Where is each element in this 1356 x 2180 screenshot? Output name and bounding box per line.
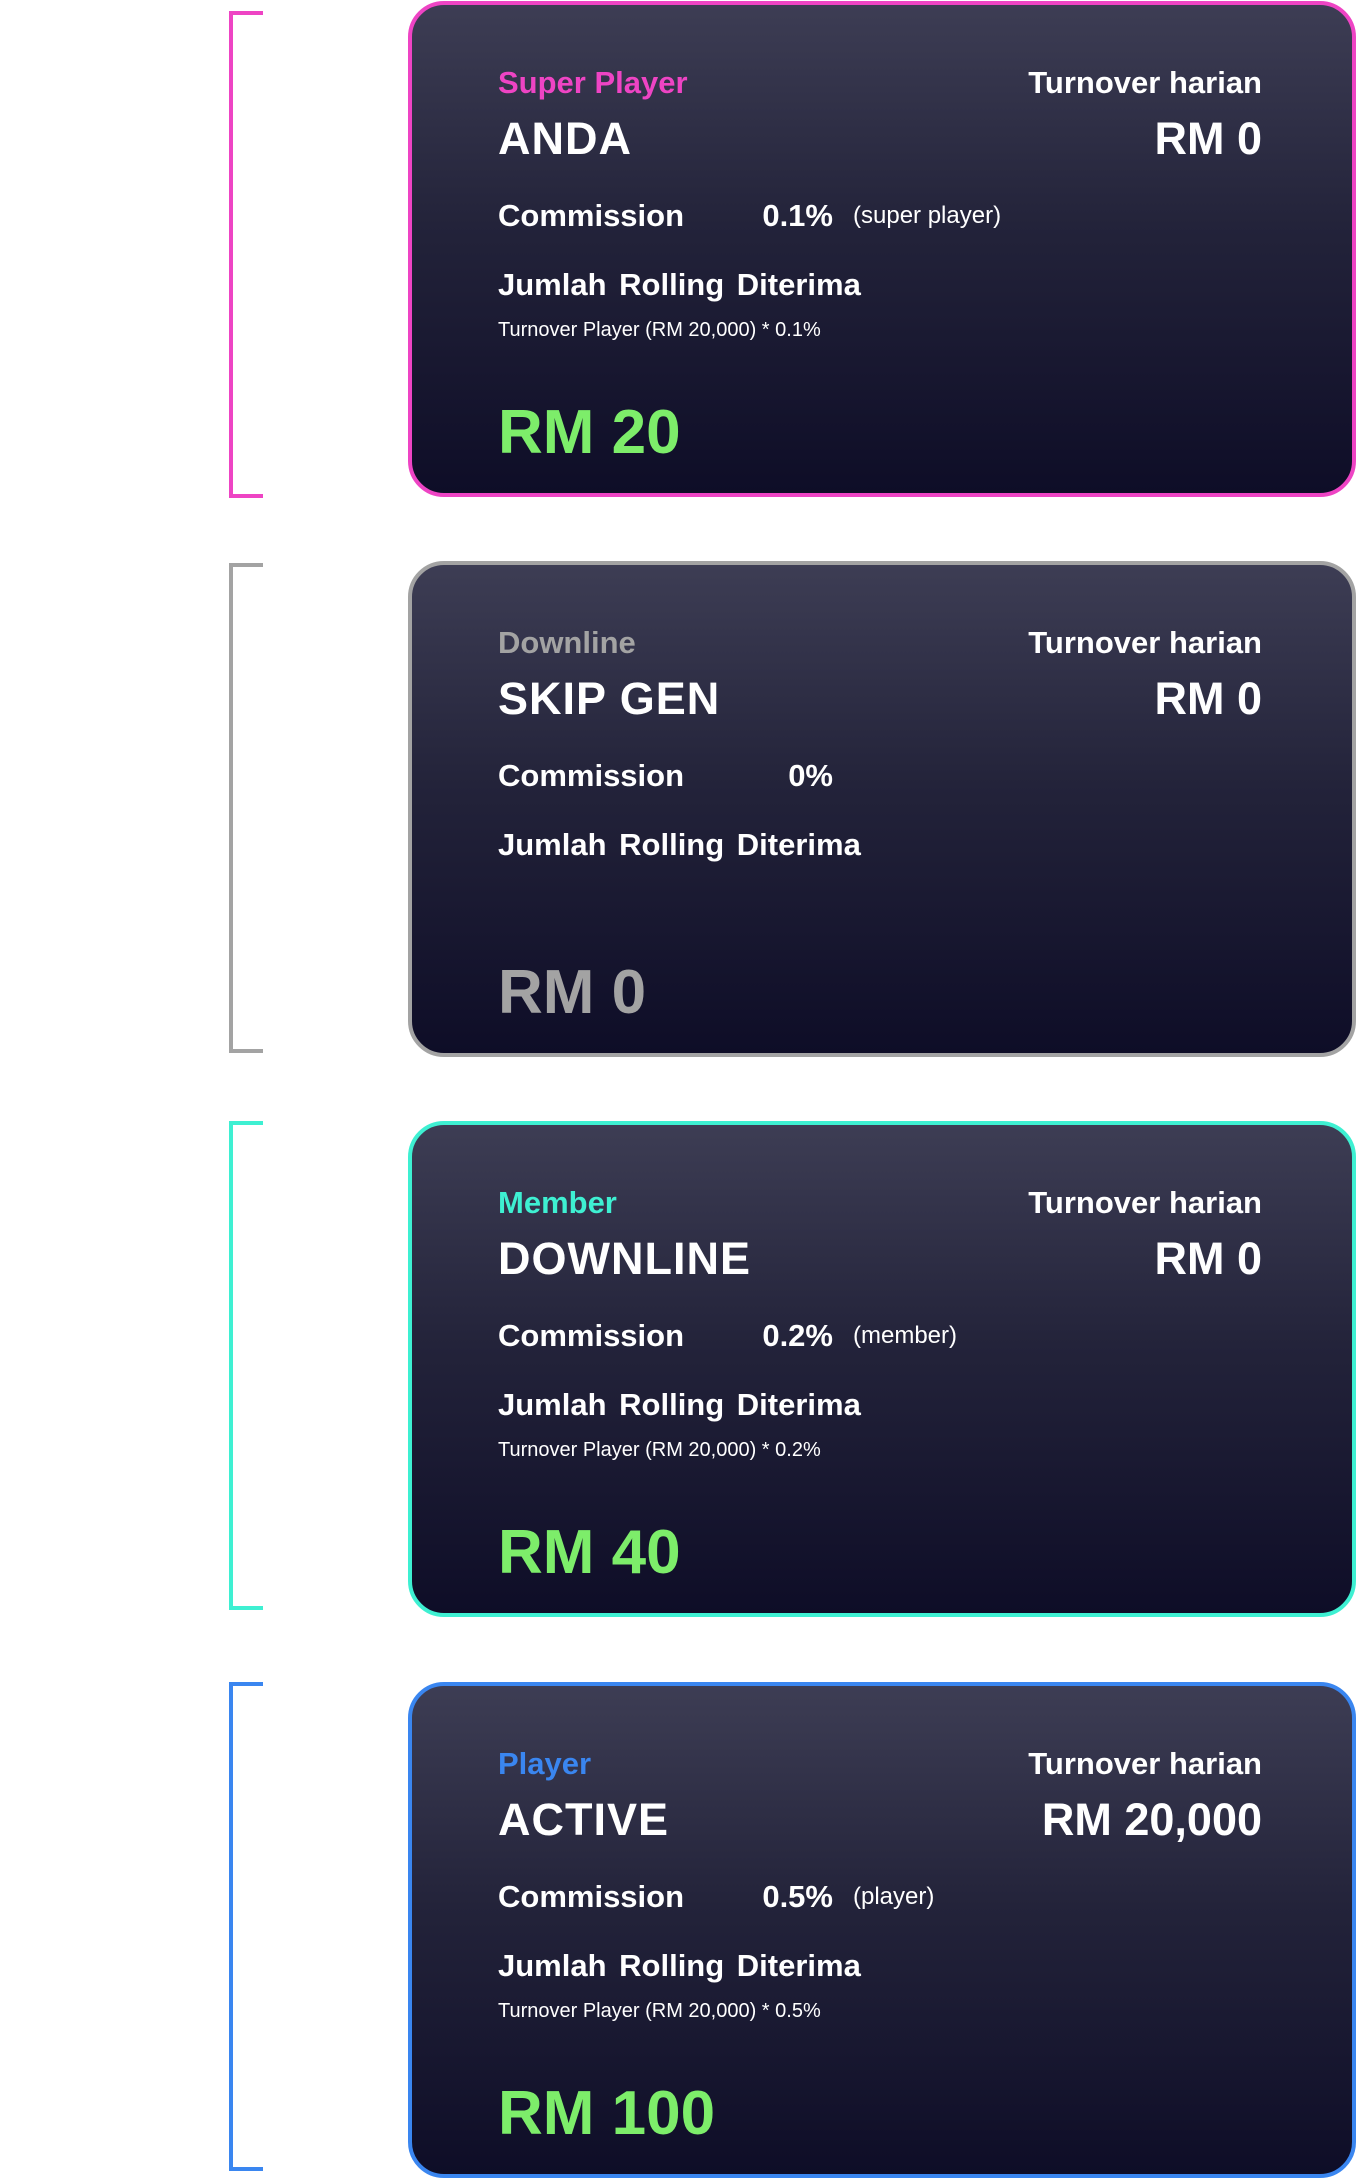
commission-label: Commission — [498, 758, 685, 793]
tier-label: Member — [498, 1185, 617, 1220]
tier-name: SKIP GEN — [498, 673, 721, 724]
tier-label: Downline — [498, 625, 636, 660]
turnover-value: RM 20,000 — [1041, 1794, 1262, 1845]
turnover-label: Turnover harian — [1028, 65, 1262, 100]
turnover-value: RM 0 — [1154, 1233, 1262, 1284]
tier-label: Player — [498, 1746, 592, 1781]
commission-value: 0.1% — [762, 198, 833, 233]
commission-label: Commission — [498, 1318, 685, 1353]
tier-card: Super Player ANDA Turnover harian RM 0 C… — [408, 1, 1356, 497]
tier-row-member: Member DOWNLINE Turnover harian RM 0 Com… — [0, 1121, 1356, 1619]
rolling-label: Jumlah Rolling Diterima — [498, 267, 861, 302]
rolling-amount: RM 20 — [498, 398, 681, 467]
tier-card: Player ACTIVE Turnover harian RM 20,000 … — [408, 1682, 1356, 2178]
tier-row-super-player: Super Player ANDA Turnover harian RM 0 C… — [0, 0, 1356, 498]
turnover-label: Turnover harian — [1028, 1746, 1262, 1781]
rolling-amount: RM 0 — [498, 958, 647, 1027]
commission-note: (player) — [853, 1883, 935, 1910]
rolling-formula: Turnover Player (RM 20,000) * 0.2% — [498, 1439, 821, 1461]
commission-value: 0% — [788, 758, 833, 793]
turnover-label: Turnover harian — [1028, 1185, 1262, 1220]
commission-value: 0.2% — [762, 1318, 833, 1353]
turnover-value: RM 0 — [1154, 113, 1262, 164]
tier-label: Super Player — [498, 65, 688, 100]
tier-card: Member DOWNLINE Turnover harian RM 0 Com… — [408, 1121, 1356, 1617]
bracket-marker — [229, 1121, 263, 1610]
rolling-label: Jumlah Rolling Diterima — [498, 1387, 861, 1422]
commission-label: Commission — [498, 198, 685, 233]
tier-name: ACTIVE — [498, 1794, 670, 1845]
rolling-label: Jumlah Rolling Diterima — [498, 827, 861, 862]
turnover-label: Turnover harian — [1028, 625, 1262, 660]
tier-name: DOWNLINE — [498, 1233, 751, 1284]
tier-row-downline: Downline SKIP GEN Turnover harian RM 0 C… — [0, 561, 1356, 1059]
rolling-amount: RM 40 — [498, 1518, 681, 1587]
tier-card: Downline SKIP GEN Turnover harian RM 0 C… — [408, 561, 1356, 1057]
rolling-label: Jumlah Rolling Diterima — [498, 1948, 861, 1983]
rolling-amount: RM 100 — [498, 2079, 716, 2148]
bracket-marker — [229, 1682, 263, 2171]
commission-value: 0.5% — [762, 1879, 833, 1914]
turnover-value: RM 0 — [1154, 673, 1262, 724]
rolling-formula: Turnover Player (RM 20,000) * 0.1% — [498, 319, 821, 341]
commission-note: (member) — [853, 1322, 958, 1349]
commission-label: Commission — [498, 1879, 685, 1914]
tier-row-player: Player ACTIVE Turnover harian RM 20,000 … — [0, 1682, 1356, 2180]
commission-note: (super player) — [853, 202, 1002, 229]
rolling-formula: Turnover Player (RM 20,000) * 0.5% — [498, 2000, 821, 2022]
tier-name: ANDA — [498, 113, 632, 164]
bracket-marker — [229, 563, 263, 1053]
bracket-marker — [229, 11, 263, 498]
